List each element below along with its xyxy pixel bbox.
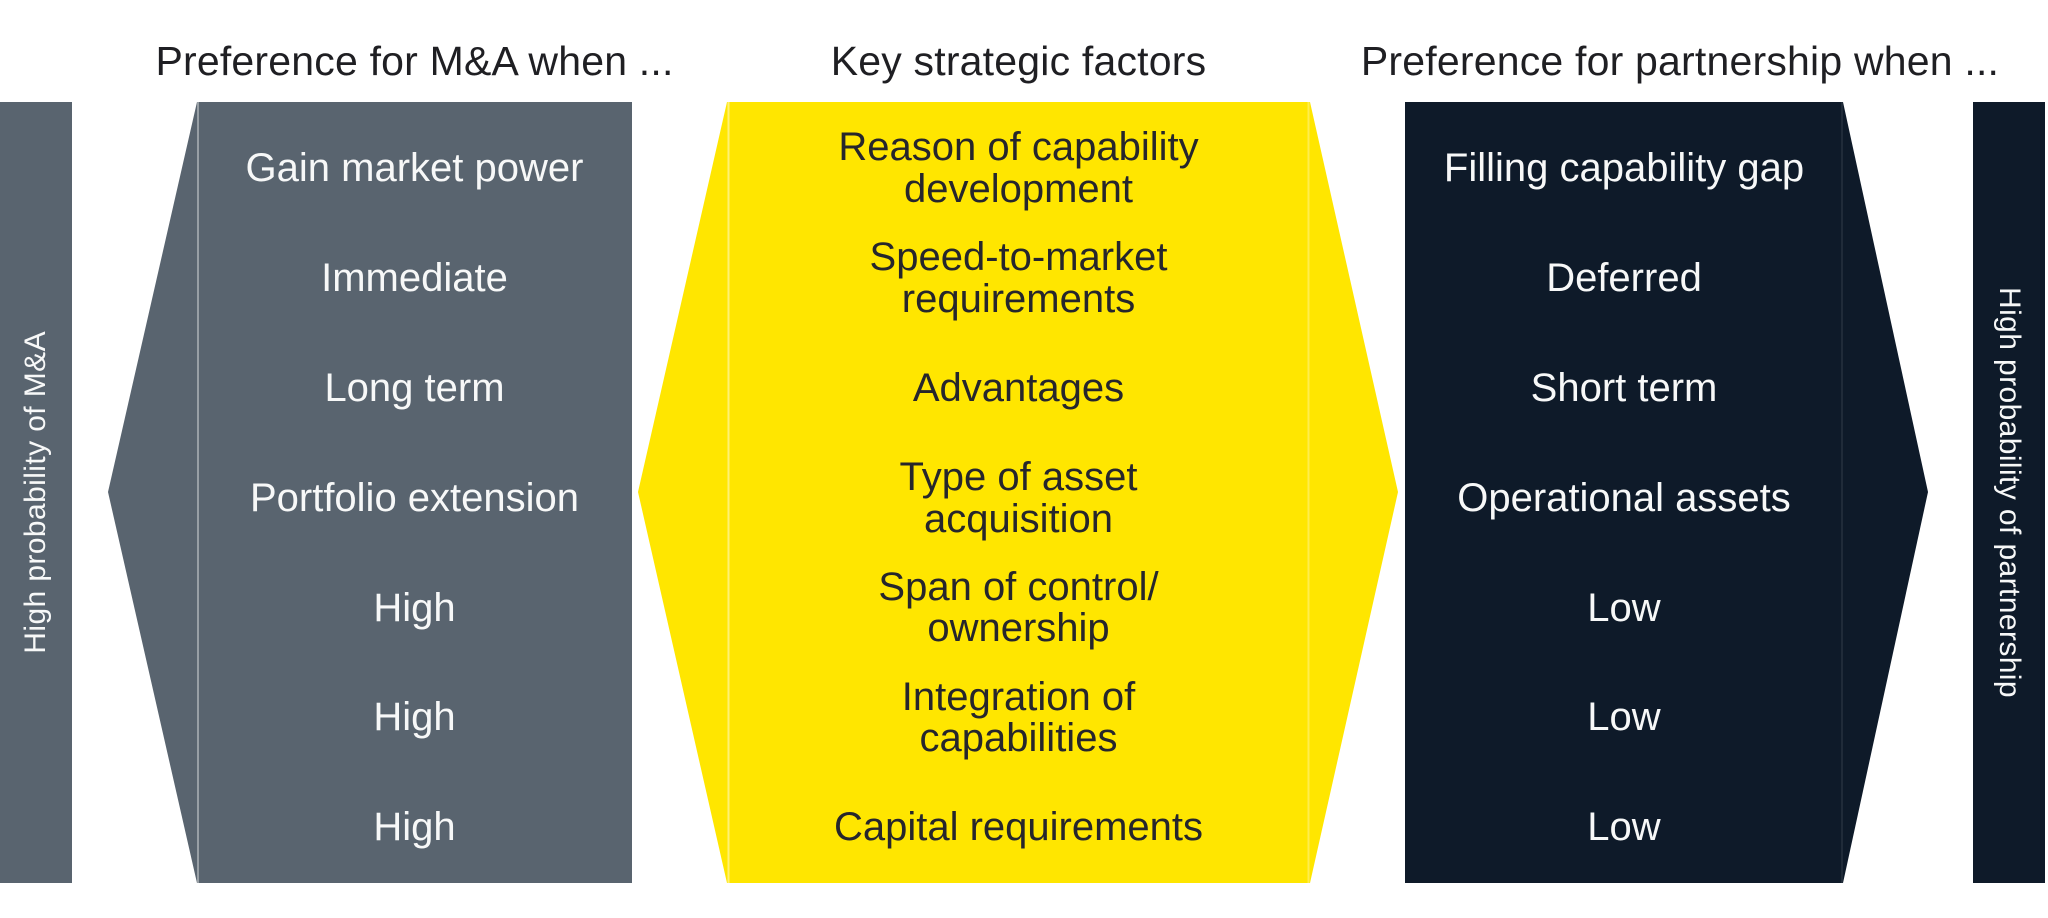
factor-item-3: Advantages bbox=[912, 365, 1125, 410]
ma-item-1: Gain market power bbox=[245, 146, 584, 191]
factors-hexagon-shape bbox=[638, 102, 1398, 883]
factor-item-2: Speed-to-market requirements bbox=[869, 235, 1168, 321]
ma-item-5: High bbox=[373, 585, 456, 630]
high-probability-ma-label: High probability of M&A bbox=[19, 331, 52, 654]
factors-items-column: Reason of capability development Speed-t… bbox=[727, 102, 1310, 883]
ma-item-6: High bbox=[373, 695, 456, 740]
ma-items-column: Gain market power Immediate Long term Po… bbox=[197, 102, 632, 883]
high-probability-partnership-label: High probability of partnership bbox=[1993, 287, 2026, 698]
right-probability-bar-label-area: High probability of partnership bbox=[1973, 102, 2045, 883]
ma-item-4: Portfolio extension bbox=[249, 475, 580, 520]
left-probability-bar-label-area: High probability of M&A bbox=[0, 102, 72, 883]
partnership-item-5: Low bbox=[1587, 585, 1661, 630]
factors-column-title: Key strategic factors bbox=[830, 37, 1207, 84]
ma-item-2: Immediate bbox=[321, 255, 508, 300]
ma-column-title: Preference for M&A when ... bbox=[155, 37, 674, 84]
partnership-column-title: Preference for partnership when ... bbox=[1360, 37, 2000, 84]
factor-item-7: Capital requirements bbox=[833, 805, 1204, 850]
factor-item-6: Integration of capabilities bbox=[901, 674, 1136, 761]
partnership-items-column: Filling capability gap Deferred Short te… bbox=[1405, 102, 1843, 883]
ma-item-3: Long term bbox=[324, 365, 505, 410]
factor-item-1: Reason of capability development bbox=[838, 125, 1199, 211]
partnership-item-3: Short term bbox=[1530, 365, 1718, 410]
right-probability-bar bbox=[1973, 102, 2045, 883]
ma-arrow-shape bbox=[108, 102, 632, 883]
factor-item-4: Type of asset acquisition bbox=[899, 454, 1138, 541]
partnership-arrow-shape bbox=[1405, 102, 1928, 883]
factor-item-5: Span of control/ ownership bbox=[878, 564, 1159, 651]
partnership-item-6: Low bbox=[1587, 695, 1661, 740]
partnership-item-7: Low bbox=[1587, 805, 1661, 850]
ma-item-7: High bbox=[373, 805, 456, 850]
partnership-item-2: Deferred bbox=[1546, 255, 1702, 300]
partnership-item-1: Filling capability gap bbox=[1443, 146, 1805, 191]
partnership-item-4: Operational assets bbox=[1457, 475, 1791, 520]
left-probability-bar bbox=[0, 102, 72, 883]
